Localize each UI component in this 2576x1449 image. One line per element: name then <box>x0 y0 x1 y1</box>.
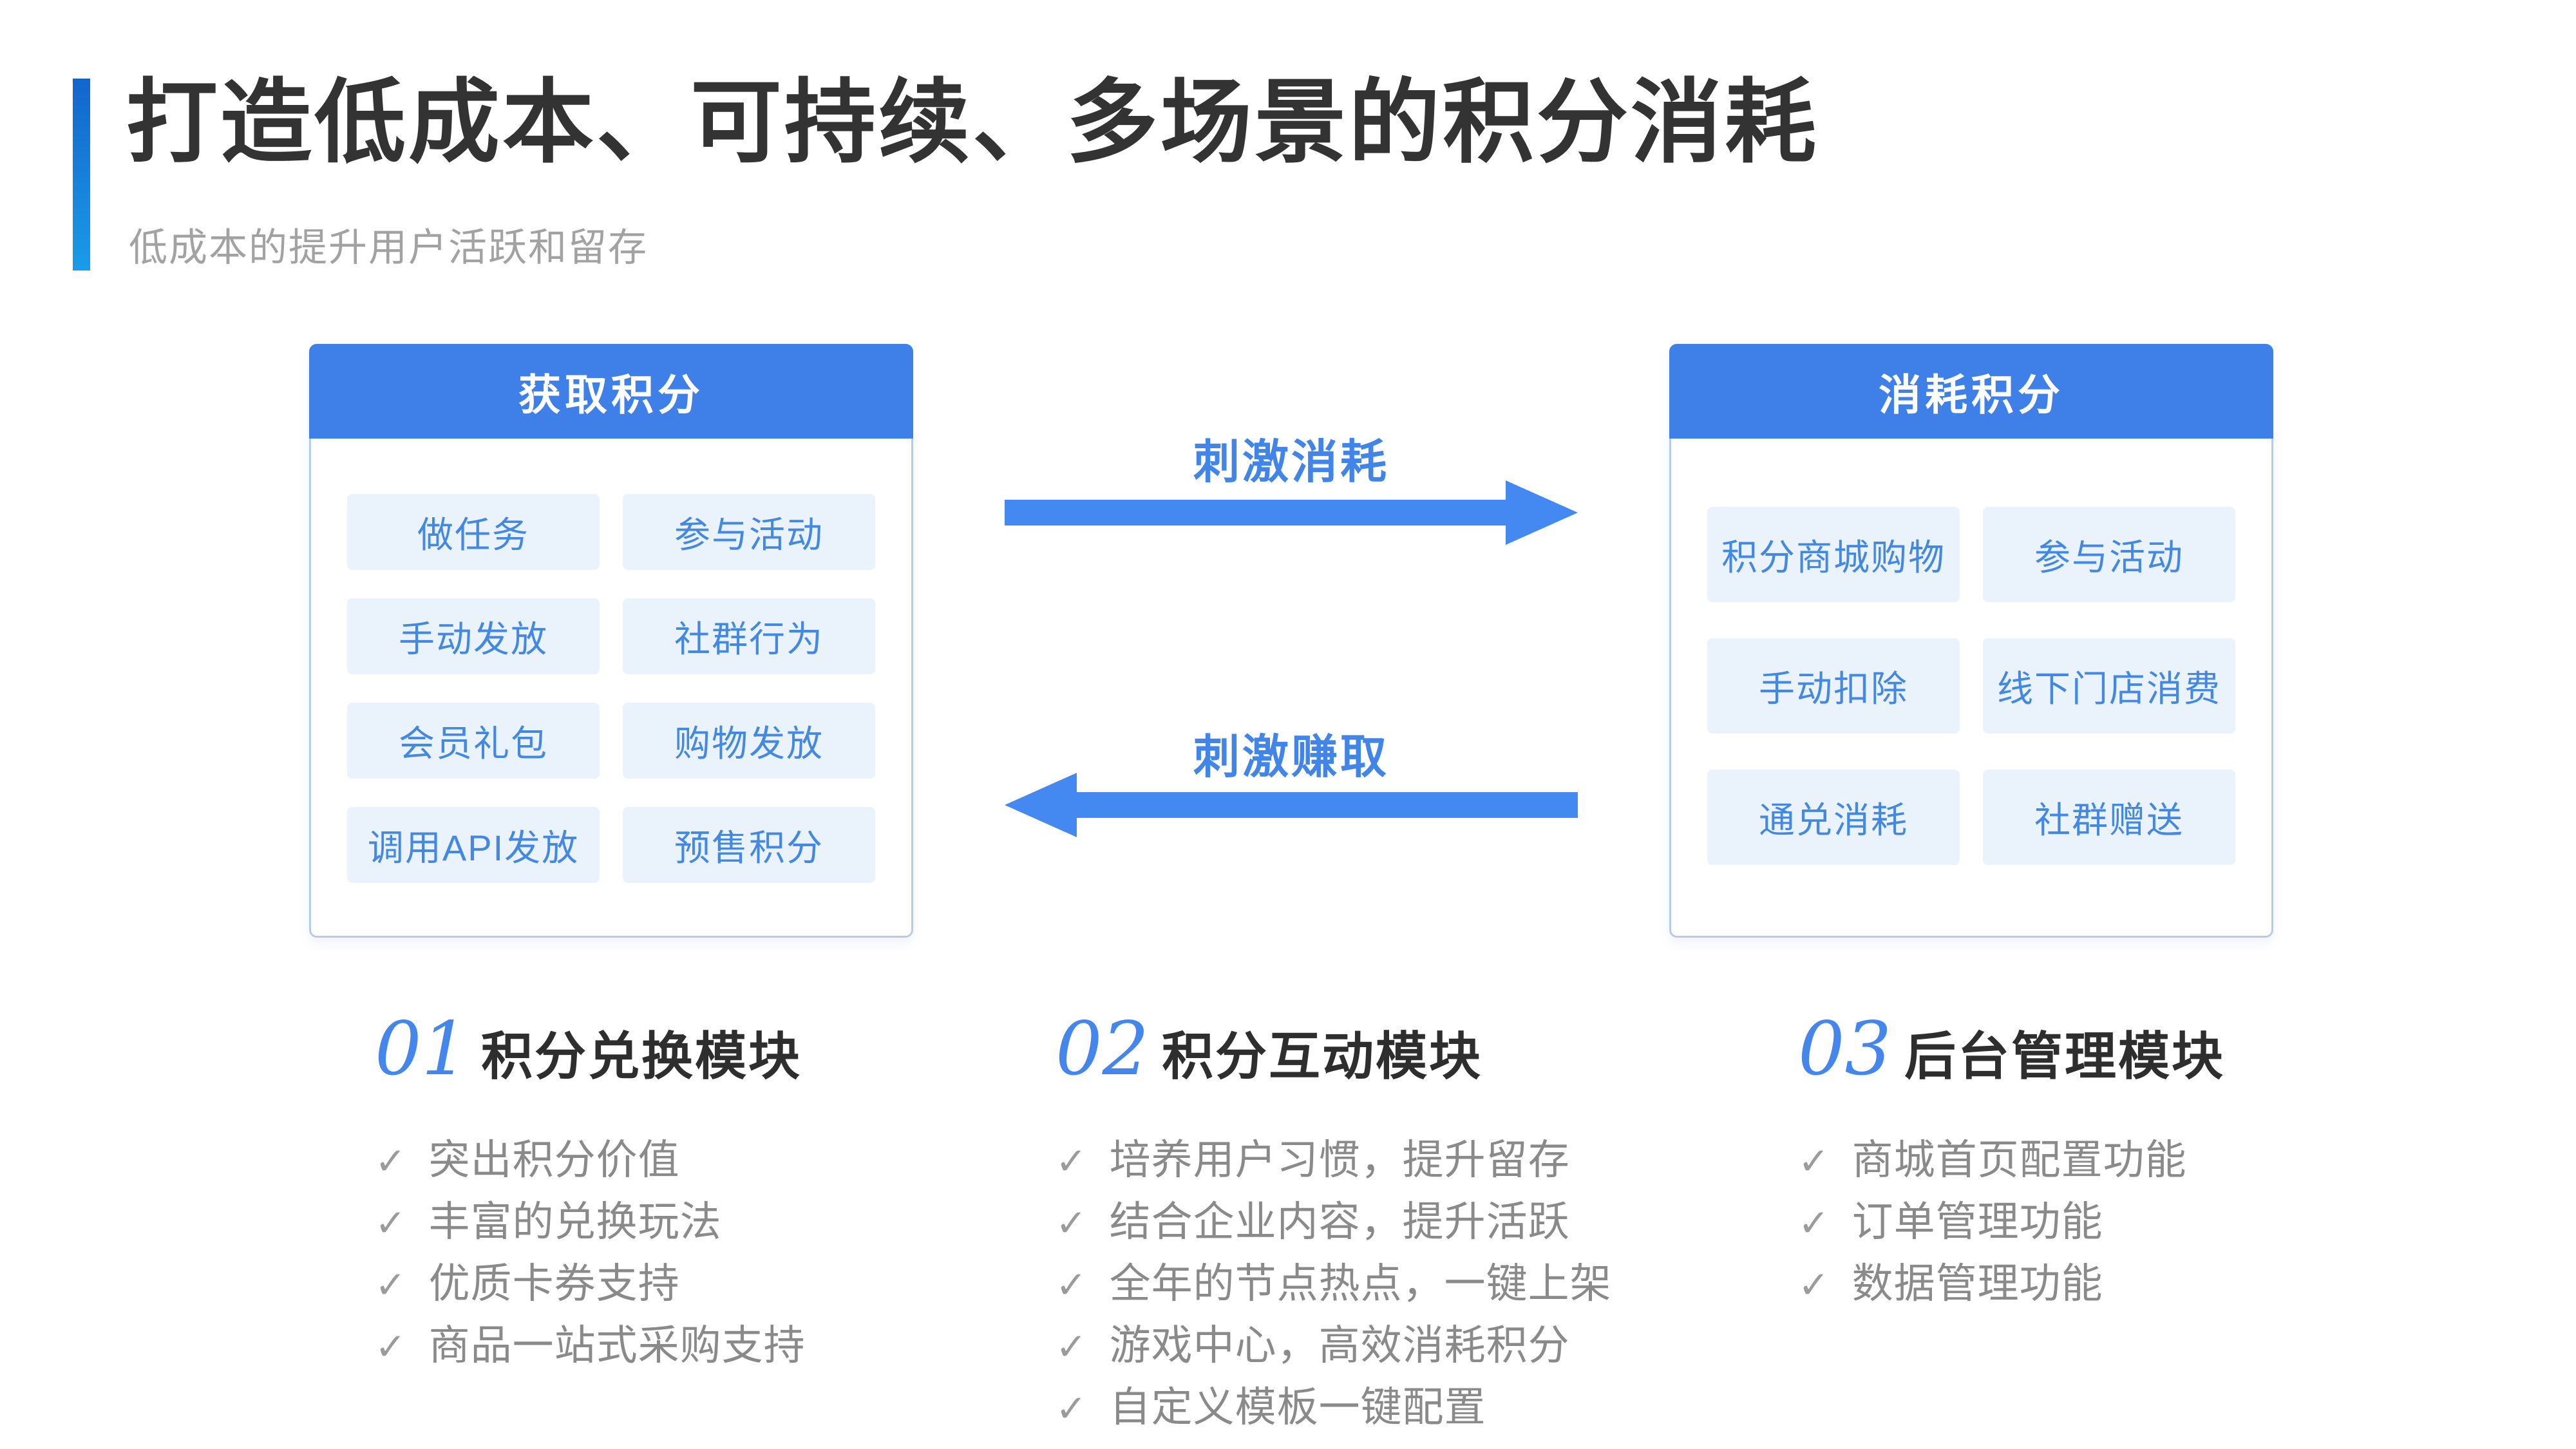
spend-item-chip: 参与活动 <box>1983 507 2235 602</box>
spend-item-chip: 通兑消耗 <box>1707 770 1960 865</box>
module-points-interaction: 02 积分互动模块 ✓ 培养用户习惯，提升留存 ✓ 结合企业内容，提升活跃 ✓ … <box>1056 1012 1612 1436</box>
check-icon: ✓ <box>1056 1264 1088 1306</box>
checklist-item: ✓ 自定义模板一键配置 <box>1056 1374 1612 1436</box>
checklist-item-text: 数据管理功能 <box>1852 1260 2103 1307</box>
check-icon: ✓ <box>1798 1141 1830 1182</box>
check-icon: ✓ <box>1056 1202 1088 1244</box>
spend-points-panel: 消耗积分 积分商城购物 参与活动 手动扣除 线下门店消费 通兑消耗 社群赠送 <box>1669 344 2273 938</box>
module-head: 02 积分互动模块 <box>1056 1012 1612 1086</box>
earn-item-chip: 手动发放 <box>347 598 600 674</box>
module-title: 后台管理模块 <box>1904 1028 2226 1085</box>
checklist-item-text: 商城首页配置功能 <box>1852 1137 2187 1183</box>
earn-points-panel: 获取积分 做任务 参与活动 手动发放 社群行为 会员礼包 购物发放 调用API发… <box>309 344 913 938</box>
earn-item-chip: 参与活动 <box>623 494 875 570</box>
module-checklist: ✓ 培养用户习惯，提升留存 ✓ 结合企业内容，提升活跃 ✓ 全年的节点热点，一键… <box>1056 1127 1612 1436</box>
check-icon: ✓ <box>1056 1326 1088 1368</box>
checklist-item: ✓ 数据管理功能 <box>1798 1251 2225 1312</box>
spend-item-chip: 社群赠送 <box>1983 770 2235 865</box>
checklist-item: ✓ 游戏中心，高效消耗积分 <box>1056 1312 1612 1374</box>
checklist-item: ✓ 突出积分价值 <box>375 1127 806 1189</box>
checklist-item: ✓ 全年的节点热点，一键上架 <box>1056 1251 1612 1312</box>
earn-item-chip: 预售积分 <box>623 807 875 883</box>
earn-item-chip: 购物发放 <box>623 703 875 779</box>
checklist-item: ✓ 丰富的兑换玩法 <box>375 1189 806 1251</box>
module-head: 03 后台管理模块 <box>1798 1012 2225 1086</box>
checklist-item-text: 游戏中心，高效消耗积分 <box>1109 1322 1570 1368</box>
checklist-item: ✓ 商城首页配置功能 <box>1798 1127 2225 1189</box>
module-head: 01 积分兑换模块 <box>375 1012 806 1086</box>
earn-item-chip: 做任务 <box>347 494 600 570</box>
spend-item-chip: 线下门店消费 <box>1983 638 2235 734</box>
arrow-left-icon <box>1005 773 1578 837</box>
checklist-item-text: 订单管理功能 <box>1852 1198 2103 1245</box>
spend-panel-body: 积分商城购物 参与活动 手动扣除 线下门店消费 通兑消耗 社群赠送 <box>1671 439 2271 865</box>
checklist-item-text: 丰富的兑换玩法 <box>428 1198 722 1245</box>
checklist-item: ✓ 培养用户习惯，提升留存 <box>1056 1127 1612 1189</box>
earn-panel-header: 获取积分 <box>309 344 913 439</box>
check-icon: ✓ <box>1056 1388 1088 1430</box>
page-subtitle: 低成本的提升用户活跃和留存 <box>129 226 648 269</box>
module-title: 积分互动模块 <box>1162 1028 1483 1085</box>
module-checklist: ✓ 商城首页配置功能 ✓ 订单管理功能 ✓ 数据管理功能 <box>1798 1127 2225 1312</box>
checklist-item: ✓ 优质卡券支持 <box>375 1251 806 1312</box>
module-backend-management: 03 后台管理模块 ✓ 商城首页配置功能 ✓ 订单管理功能 ✓ 数据管理功能 <box>1798 1012 2225 1312</box>
arrow-shaft <box>1005 500 1513 526</box>
module-checklist: ✓ 突出积分价值 ✓ 丰富的兑换玩法 ✓ 优质卡券支持 ✓ 商品一站式采购支持 <box>375 1127 806 1374</box>
check-icon: ✓ <box>375 1141 407 1182</box>
earn-item-chip: 社群行为 <box>623 598 875 674</box>
arrow-head <box>1005 773 1077 837</box>
check-icon: ✓ <box>1798 1202 1830 1244</box>
checklist-item-text: 结合企业内容，提升活跃 <box>1109 1198 1570 1245</box>
checklist-item-text: 优质卡券支持 <box>428 1260 680 1307</box>
check-icon: ✓ <box>1056 1141 1088 1182</box>
checklist-item: ✓ 商品一站式采购支持 <box>375 1312 806 1374</box>
arrow-right-icon <box>1005 480 1578 545</box>
check-icon: ✓ <box>375 1326 407 1368</box>
checklist-item-text: 培养用户习惯，提升留存 <box>1109 1137 1570 1183</box>
checklist-item-text: 突出积分价值 <box>428 1137 680 1183</box>
check-icon: ✓ <box>1798 1264 1830 1306</box>
module-points-exchange: 01 积分兑换模块 ✓ 突出积分价值 ✓ 丰富的兑换玩法 ✓ 优质卡券支持 ✓ … <box>375 1012 806 1374</box>
checklist-item-text: 全年的节点热点，一键上架 <box>1109 1260 1612 1307</box>
title-accent-bar <box>73 79 90 270</box>
module-number: 01 <box>375 1006 469 1092</box>
module-number: 03 <box>1798 1006 1892 1092</box>
spend-item-chip: 手动扣除 <box>1707 638 1960 734</box>
check-icon: ✓ <box>375 1264 407 1306</box>
module-number: 02 <box>1056 1006 1150 1092</box>
checklist-item: ✓ 订单管理功能 <box>1798 1189 2225 1251</box>
check-icon: ✓ <box>375 1202 407 1244</box>
spend-panel-header: 消耗积分 <box>1669 344 2273 439</box>
earn-item-chip: 会员礼包 <box>347 703 600 779</box>
checklist-item-text: 商品一站式采购支持 <box>428 1322 806 1368</box>
spend-item-chip: 积分商城购物 <box>1707 507 1960 602</box>
arrow-head <box>1506 480 1578 545</box>
arrow-shaft <box>1069 792 1578 818</box>
checklist-item: ✓ 结合企业内容，提升活跃 <box>1056 1189 1612 1251</box>
page-title: 打造低成本、可持续、多场景的积分消耗 <box>126 71 1819 174</box>
earn-item-chip: 调用API发放 <box>347 807 600 883</box>
flow-label-stimulate-spend: 刺激消耗 <box>1193 437 1389 488</box>
flow-label-stimulate-earn: 刺激赚取 <box>1193 732 1389 783</box>
checklist-item-text: 自定义模板一键配置 <box>1109 1384 1486 1430</box>
earn-panel-body: 做任务 参与活动 手动发放 社群行为 会员礼包 购物发放 调用API发放 预售积… <box>311 439 911 883</box>
module-title: 积分兑换模块 <box>481 1028 802 1085</box>
